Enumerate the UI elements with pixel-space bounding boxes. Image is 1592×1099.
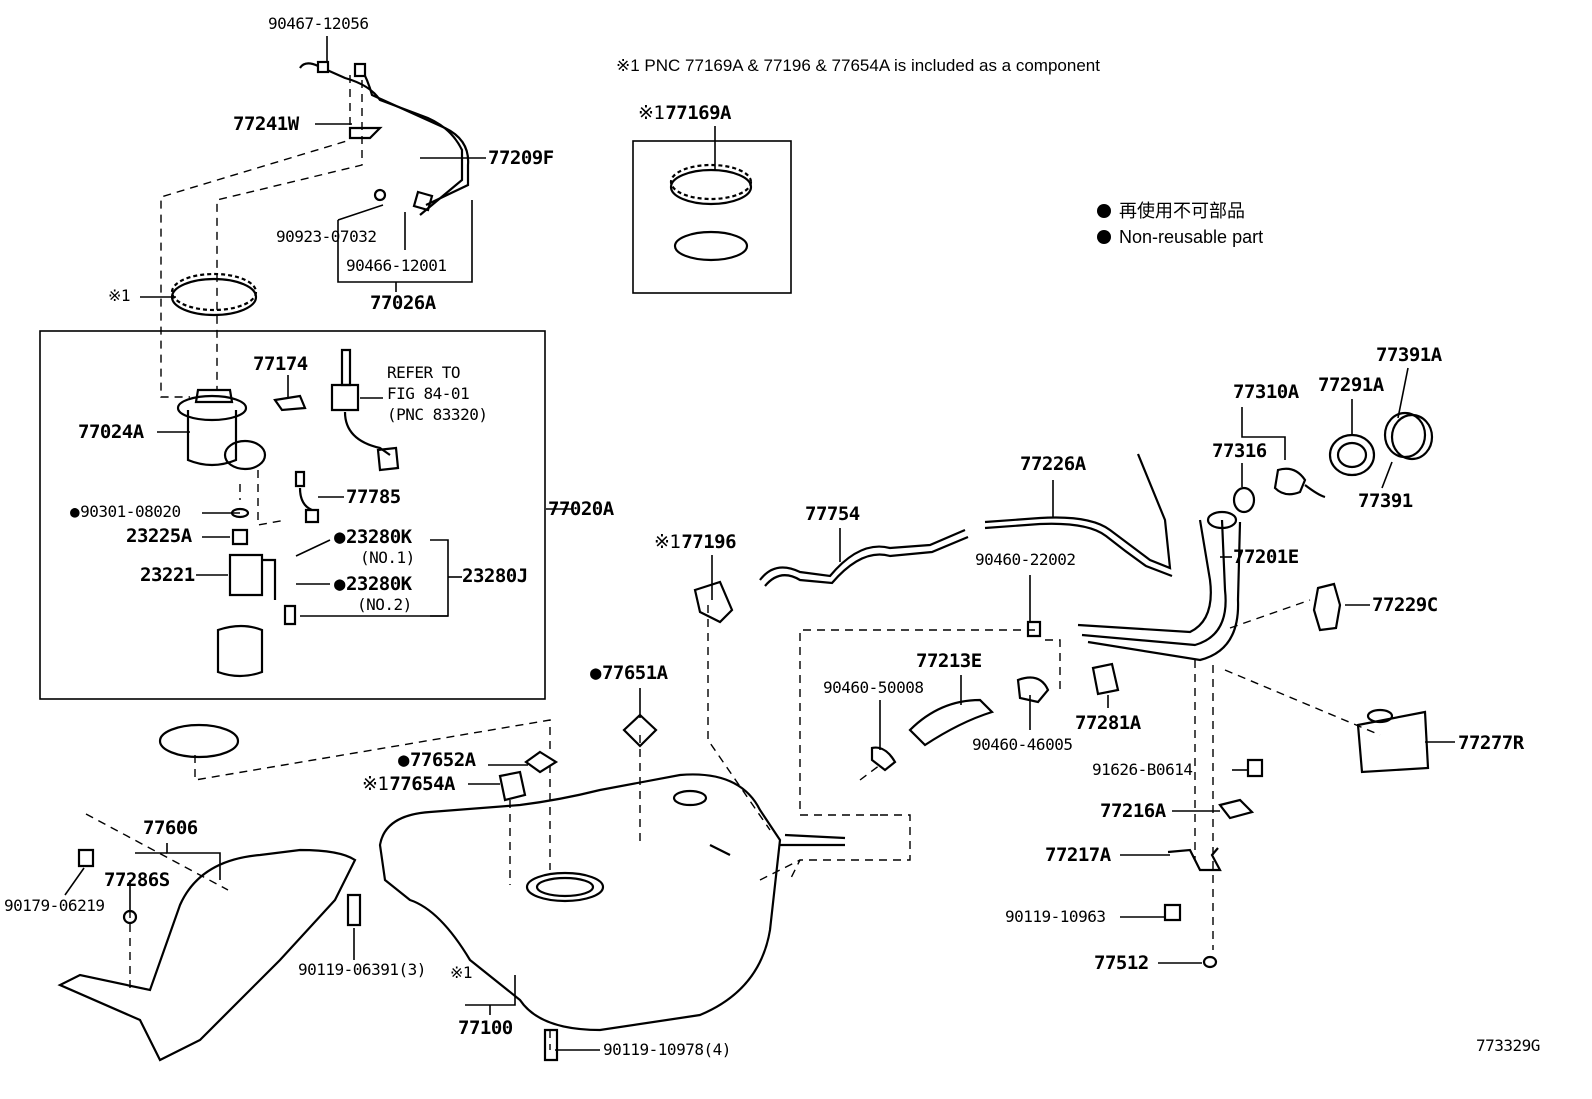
part-label[interactable]: 23280K (334, 528, 412, 547)
part-shapes (57, 60, 1434, 1062)
component-note: ※1 PNC 77169A & 77196 & 77654A is includ… (616, 56, 1100, 75)
part-label[interactable]: 77785 (346, 486, 401, 508)
part-label[interactable]: 90119-10978(4) (603, 1040, 731, 1059)
part-label[interactable]: 77310A (1233, 381, 1299, 403)
refer-text: FIG 84-01 (387, 384, 470, 403)
part-label[interactable]: 77024A (78, 421, 144, 443)
part-label[interactable]: 77196 (654, 533, 736, 552)
part-label[interactable]: 90179-06219 (4, 896, 105, 915)
part-label[interactable]: 77281A (1075, 712, 1141, 734)
part-label[interactable]: 77652A (398, 751, 476, 770)
figure-id: 773329G (1476, 1036, 1540, 1055)
refer-text: (PNC 83320) (387, 405, 488, 424)
leader-lines (64, 36, 1455, 1051)
part-label[interactable]: 90923-07032 (276, 227, 377, 246)
part-label[interactable]: 90119-10963 (1005, 907, 1106, 926)
part-label[interactable]: 90460-22002 (975, 550, 1076, 569)
part-label[interactable]: 77213E (916, 650, 982, 672)
part-label[interactable]: 90460-50008 (823, 678, 924, 697)
part-label[interactable]: 90460-46005 (972, 735, 1073, 754)
legend-jp-text: 再使用不可部品 (1119, 201, 1245, 221)
part-label[interactable]: 77201E (1233, 546, 1299, 568)
part-label[interactable]: 77174 (253, 353, 308, 375)
bullet-icon (1097, 204, 1111, 218)
part-label[interactable]: 77291A (1318, 374, 1384, 396)
part-label[interactable]: 90466-12001 (346, 256, 447, 275)
refer-text: REFER TO (387, 363, 461, 382)
part-label[interactable]: 77391A (1376, 344, 1442, 366)
legend-en: Non-reusable part (1097, 228, 1263, 246)
part-label[interactable]: 23221 (140, 564, 195, 586)
part-label[interactable]: 77316 (1212, 440, 1267, 462)
part-label[interactable]: 77209F (488, 147, 554, 169)
part-label[interactable]: 90467-12056 (268, 14, 369, 33)
part-label[interactable]: 77754 (805, 503, 860, 525)
dashed-guides (85, 75, 1381, 1050)
part-label[interactable]: 77512 (1094, 952, 1149, 974)
part-label[interactable]: 77654A (362, 775, 455, 794)
ref-mark: ※1 (450, 963, 473, 982)
part-label[interactable]: 90301-08020 (70, 504, 181, 520)
ref-mark: ※1 (108, 286, 131, 305)
part-label[interactable]: 77286S (104, 869, 170, 891)
part-sublabel: (NO.2) (357, 595, 412, 614)
part-label[interactable]: 77277R (1458, 732, 1524, 754)
part-label[interactable]: 77241W (233, 113, 299, 135)
part-sublabel: (NO.1) (360, 548, 415, 567)
bullet-icon (1097, 230, 1111, 244)
part-label[interactable]: 77606 (143, 817, 198, 839)
boxes (39, 140, 792, 700)
part-label[interactable]: 77229C (1372, 594, 1438, 616)
part-label[interactable]: 77020A (548, 498, 614, 520)
part-label[interactable]: 77026A (370, 292, 436, 314)
part-label[interactable]: 77651A (590, 664, 668, 683)
part-label[interactable]: 90119-06391(3) (298, 960, 426, 979)
part-label[interactable]: 77100 (458, 1017, 513, 1039)
part-label[interactable]: 77226A (1020, 453, 1086, 475)
part-label[interactable]: 77169A (638, 104, 731, 123)
part-label[interactable]: 77217A (1045, 844, 1111, 866)
part-label[interactable]: 77216A (1100, 800, 1166, 822)
part-label[interactable]: 23280K (334, 575, 412, 594)
part-label[interactable]: 23225A (126, 525, 192, 547)
legend-en-text: Non-reusable part (1119, 227, 1264, 247)
part-label[interactable]: 23280J (462, 565, 528, 587)
legend-jp: 再使用不可部品 (1097, 202, 1245, 220)
part-label[interactable]: 91626-B0614 (1092, 760, 1193, 779)
part-label[interactable]: 77391 (1358, 490, 1413, 512)
